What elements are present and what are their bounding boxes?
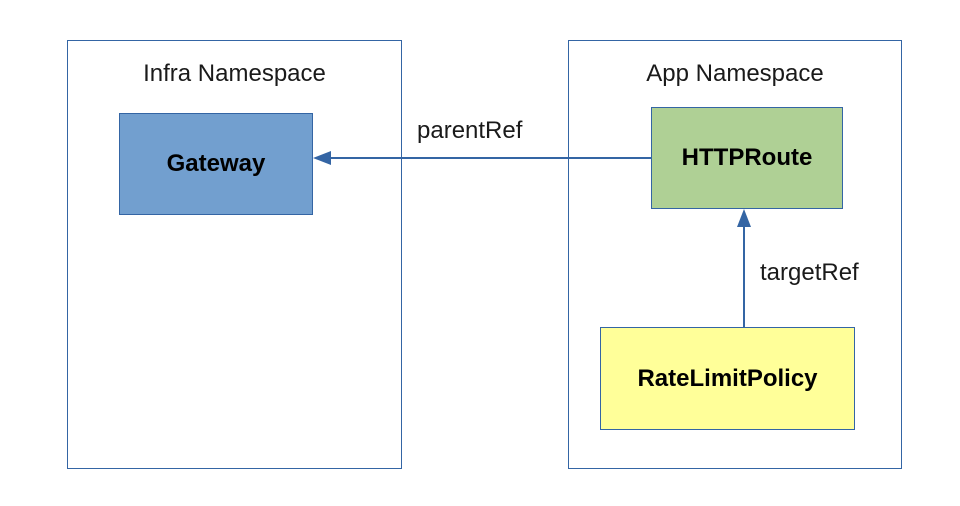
app-namespace-title: App Namespace bbox=[646, 60, 824, 87]
infra-namespace-title: Infra Namespace bbox=[143, 60, 326, 87]
infra-namespace-box: Infra Namespace bbox=[67, 40, 402, 469]
gateway-node: Gateway bbox=[119, 113, 313, 215]
httproute-node: HTTPRoute bbox=[651, 107, 843, 209]
parent-ref-label: parentRef bbox=[417, 117, 523, 144]
target-ref-label: targetRef bbox=[760, 259, 859, 286]
ratelimitpolicy-node: RateLimitPolicy bbox=[600, 327, 855, 430]
